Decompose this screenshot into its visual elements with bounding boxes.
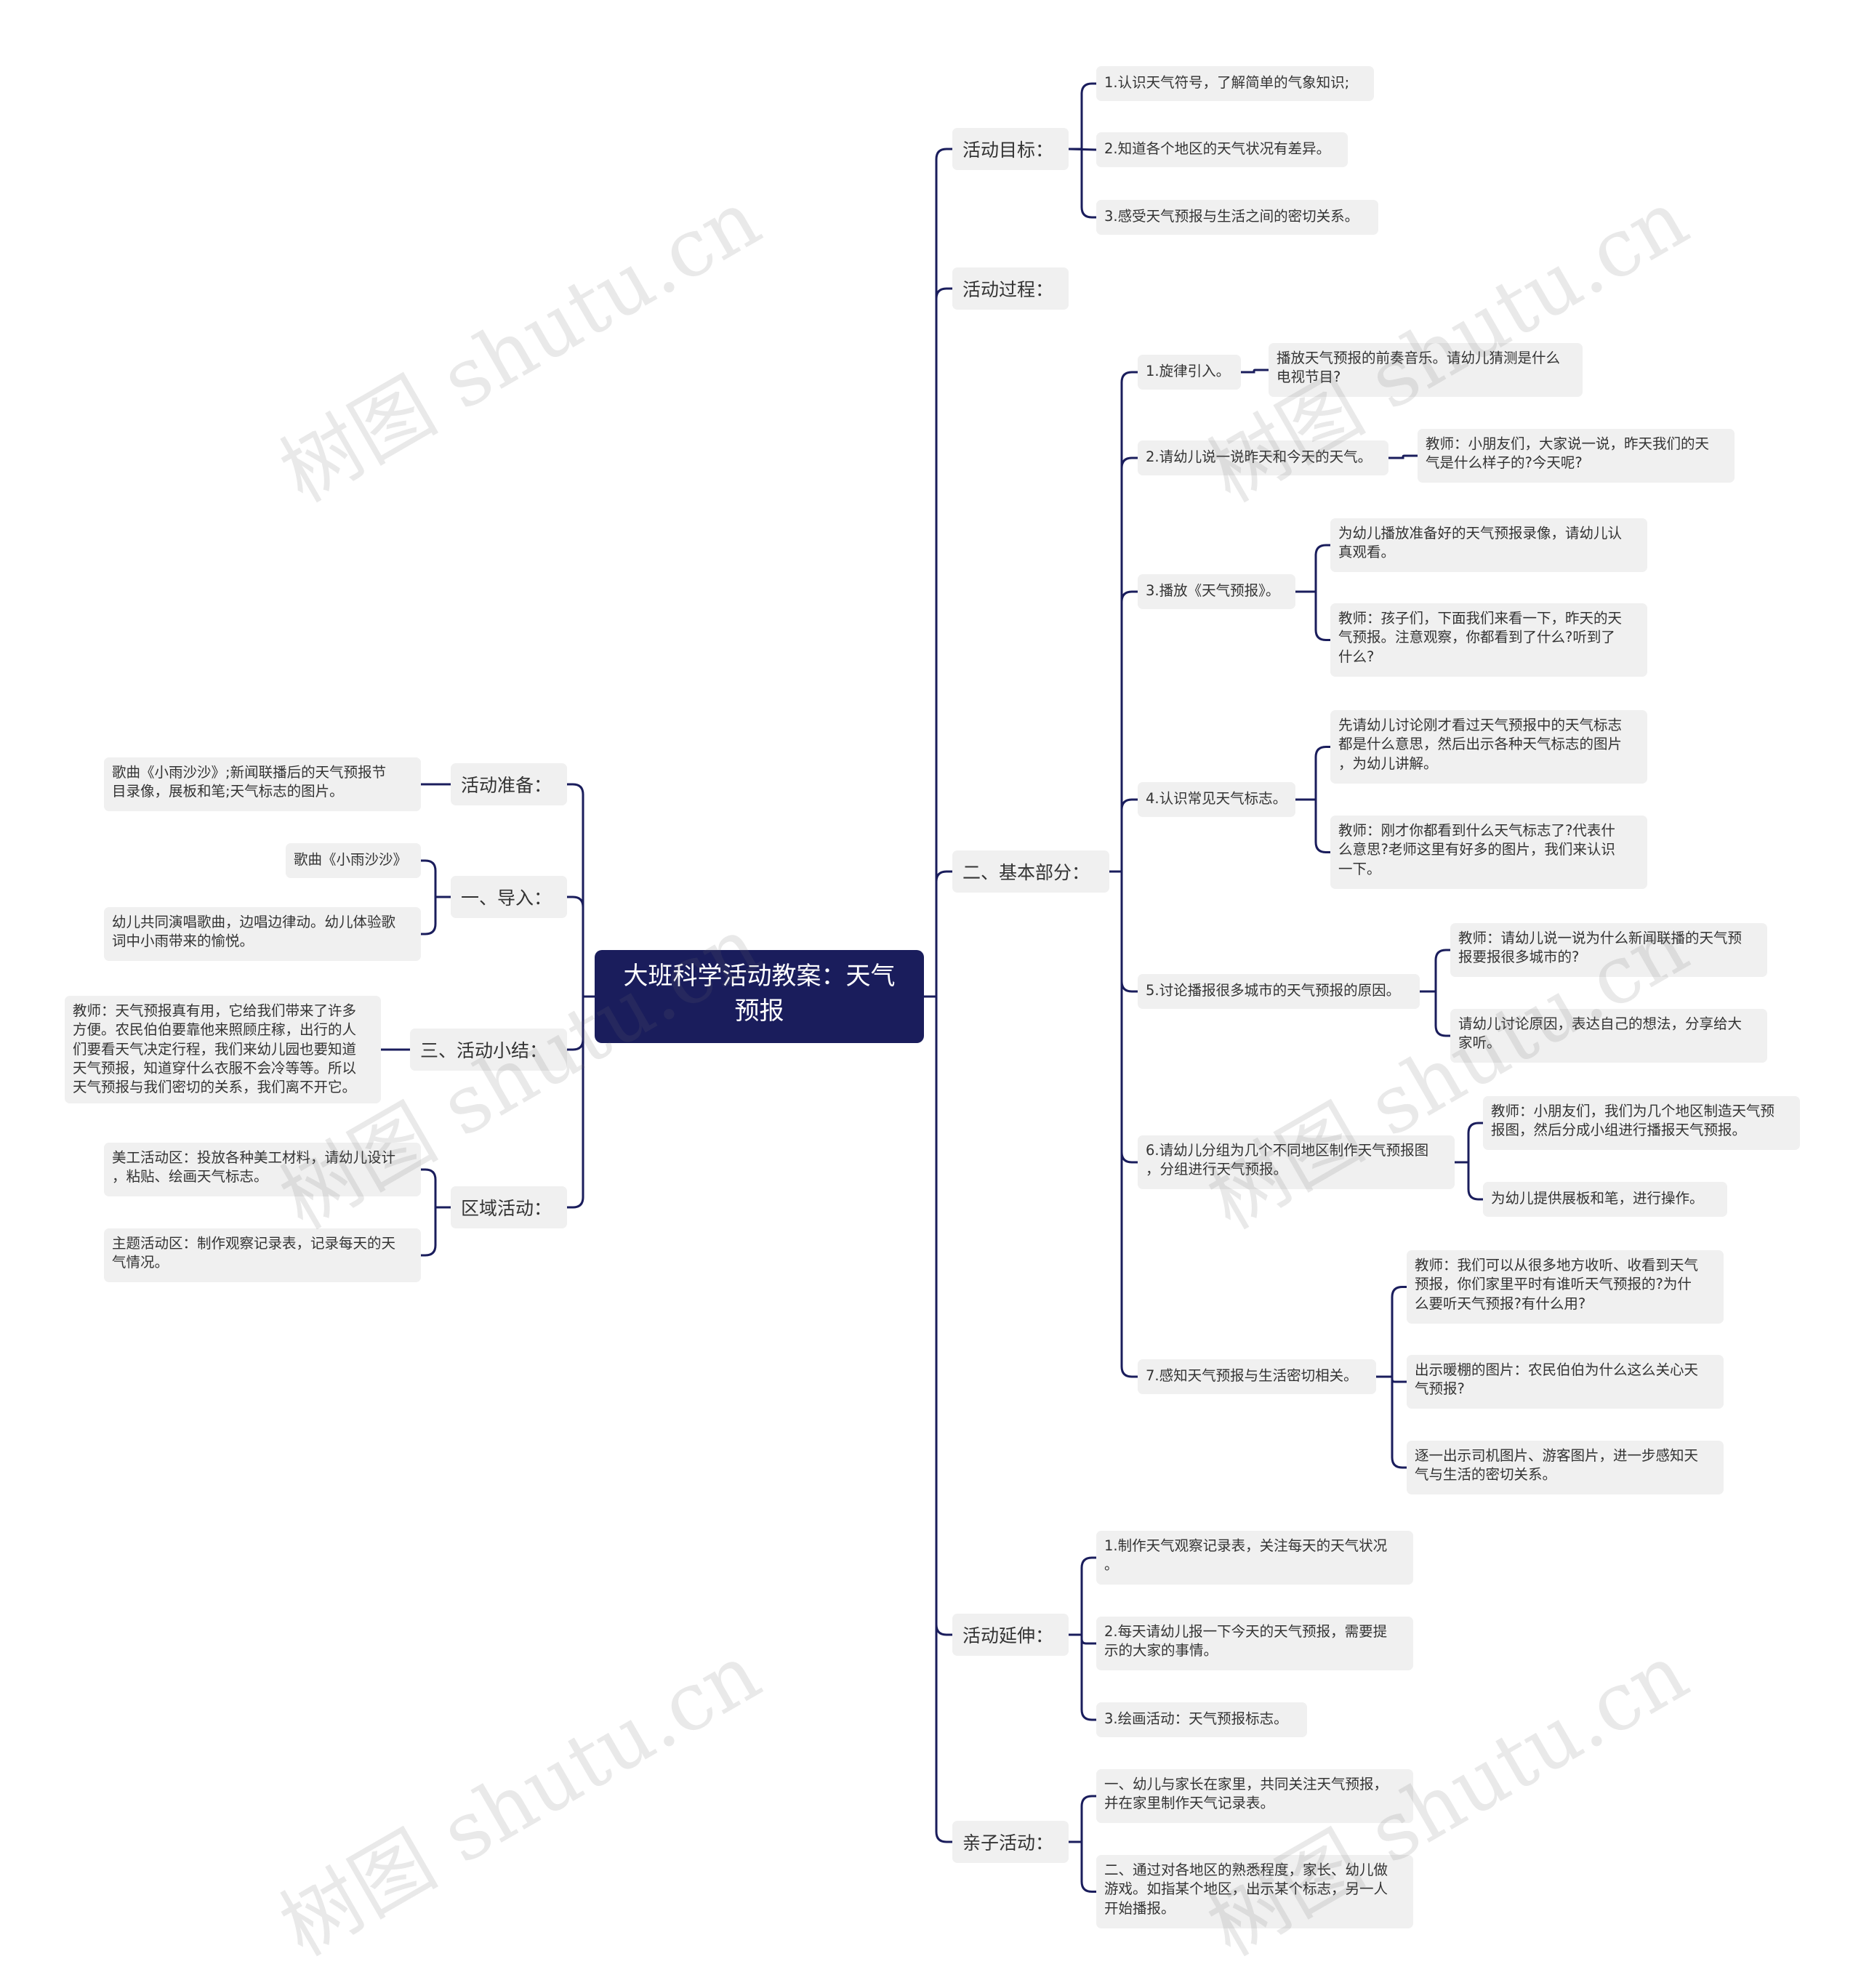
step-4-detail-1[interactable]: 先请幼儿讨论刚才看过天气预报中的天气标志 都是什么意思，然后出示各种天气标志的图… (1330, 710, 1647, 784)
step-1-detail[interactable]: 播放天气预报的前奏音乐。请幼儿猜测是什么 电视节目? (1269, 343, 1583, 397)
leaf-preparation-materials[interactable]: 歌曲《小雨沙沙》;新闻联播后的天气预报节 目录像，展板和笔;天气标志的图片。 (104, 757, 421, 811)
branch-basic-part[interactable]: 二、基本部分： (952, 850, 1109, 893)
connector-line (924, 870, 952, 998)
step-2-weather-talk[interactable]: 2.请幼儿说一说昨天和今天的天气。 (1138, 440, 1388, 475)
leaf-extension-2[interactable]: 2.每天请幼儿报一下今天的天气预报，需要提 示的大家的事情。 (1096, 1617, 1413, 1670)
connector-line (567, 995, 595, 1209)
connector-line (421, 896, 451, 935)
connector-line (1295, 544, 1330, 593)
leaf-art-area[interactable]: 美工活动区：投放各种美工材料，请幼儿设计 ，粘贴、绘画天气标志。 (104, 1143, 421, 1196)
connector-line (1109, 870, 1138, 1164)
step-1-melody-intro[interactable]: 1.旋律引入。 (1138, 355, 1241, 390)
connector-line (1420, 949, 1450, 993)
connector-line (567, 783, 595, 998)
connector-line (1388, 454, 1418, 459)
connector-line (1109, 456, 1138, 873)
connector-line (421, 1206, 451, 1257)
step-3-play-forecast[interactable]: 3.播放《天气预报》。 (1138, 574, 1295, 609)
connector-line (924, 995, 952, 1843)
connector-line (1109, 371, 1138, 873)
leaf-goal-2[interactable]: 2.知道各个地区的天气状况有差异。 (1096, 132, 1348, 167)
connector-line (1455, 1161, 1483, 1201)
connector-line (1069, 1556, 1096, 1636)
connector-line (1069, 82, 1096, 150)
step-3-detail-2[interactable]: 教师：孩子们，下面我们来看一下，昨天的天 气预报。注意观察，你都看到了什么?听到… (1330, 603, 1647, 677)
leaf-theme-area[interactable]: 主题活动区：制作观察记录表，记录每天的天 气情况。 (104, 1228, 421, 1282)
connector-line (1295, 746, 1330, 801)
step-7-detail-2[interactable]: 出示暖棚的图片：农民伯伯为什么这么关心天 气预报? (1407, 1355, 1724, 1409)
leaf-parent-child-1[interactable]: 一、幼儿与家长在家里，共同关注天气预报， 并在家里制作天气记录表。 (1096, 1769, 1413, 1823)
step-5-detail-2[interactable]: 请幼儿讨论原因，表达自己的想法，分享给大 家听。 (1450, 1009, 1767, 1063)
branch-introduction[interactable]: 一、导入： (451, 876, 567, 918)
step-6-detail-2[interactable]: 为幼儿提供展板和笔，进行操作。 (1483, 1182, 1727, 1217)
connector-line (1376, 1375, 1407, 1469)
branch-activity-goals[interactable]: 活动目标： (952, 128, 1069, 170)
connector-line (421, 859, 451, 898)
connector-line (1109, 798, 1138, 873)
step-4-weather-symbols[interactable]: 4.认识常见天气标志。 (1138, 782, 1295, 817)
connector-line (1455, 1122, 1483, 1164)
step-7-detail-3[interactable]: 逐一出示司机图片、游客图片，进一步感知天 气与生活的密切关系。 (1407, 1441, 1724, 1494)
connector-line (1069, 1633, 1096, 1721)
step-6-detail-1[interactable]: 教师：小朋友们，我们为几个地区制造天气预 报图，然后分成小组进行播报天气预报。 (1483, 1096, 1800, 1150)
leaf-goal-1[interactable]: 1.认识天气符号，了解简单的气象知识; (1096, 66, 1374, 101)
branch-activity-process[interactable]: 活动过程： (952, 267, 1069, 310)
connector-line (567, 896, 595, 998)
connector-line (1069, 148, 1096, 219)
connector-line (1109, 870, 1138, 993)
leaf-goal-3[interactable]: 3.感受天气预报与生活之间的密切关系。 (1096, 200, 1378, 235)
step-5-detail-1[interactable]: 教师：请幼儿说一说为什么新闻联播的天气预 报要报很多城市的? (1450, 923, 1767, 977)
connector-line (1069, 1795, 1096, 1843)
connector-line (1295, 798, 1330, 853)
step-7-detail-1[interactable]: 教师：我们可以从很多地方收听、收看到天气 预报，你们家里平时有谁听天气预报的?为… (1407, 1250, 1724, 1324)
connector-line (1420, 990, 1450, 1037)
branch-activity-extension[interactable]: 活动延伸： (952, 1614, 1069, 1656)
step-3-detail-1[interactable]: 为幼儿播放准备好的天气预报录像，请幼儿认 真观看。 (1330, 518, 1647, 572)
branch-activity-summary[interactable]: 三、活动小结： (410, 1029, 567, 1071)
connector-line (924, 995, 952, 1636)
step-5-many-cities[interactable]: 5.讨论播报很多城市的天气预报的原因。 (1138, 974, 1420, 1009)
branch-area-activities[interactable]: 区域活动： (451, 1186, 567, 1228)
connector-line (1109, 870, 1138, 1378)
connector-line (924, 148, 952, 998)
root-topic[interactable]: 大班科学活动教案：天气 预报 (595, 950, 924, 1043)
connector-line (924, 287, 952, 998)
leaf-intro-song[interactable]: 歌曲《小雨沙沙》 (286, 843, 421, 878)
connector-line (421, 1168, 451, 1209)
step-7-forecast-and-life[interactable]: 7.感知天气预报与生活密切相关。 (1138, 1359, 1376, 1394)
leaf-extension-1[interactable]: 1.制作天气观察记录表，关注每天的天气状况 。 (1096, 1531, 1413, 1585)
connector-line (1069, 1840, 1096, 1893)
step-2-detail[interactable]: 教师：小朋友们，大家说一说，昨天我们的天 气是什么样子的?今天呢? (1418, 429, 1735, 483)
leaf-intro-sing-along[interactable]: 幼儿共同演唱歌曲，边唱边律动。幼儿体验歌 词中小雨带来的愉悦。 (104, 907, 421, 961)
branch-parent-child[interactable]: 亲子活动： (952, 1821, 1069, 1863)
connector-line (1376, 1286, 1407, 1378)
connector-line (567, 995, 595, 1051)
step-4-detail-2[interactable]: 教师：刚才你都看到什么天气标志了?代表什 么意思?老师这里有好多的图片，我们来认… (1330, 816, 1647, 889)
step-6-group-forecast[interactable]: 6.请幼儿分组为几个不同地区制作天气预报图 ，分组进行天气预报。 (1138, 1135, 1455, 1189)
connector-line (1109, 590, 1138, 873)
branch-activity-preparation[interactable]: 活动准备： (451, 763, 567, 805)
connector-line (1241, 369, 1269, 374)
leaf-parent-child-2[interactable]: 二、通过对各地区的熟悉程度，家长、幼儿做 游戏。如指某个地区，出示某个标志，另一… (1096, 1855, 1413, 1928)
connector-line (1295, 590, 1330, 641)
leaf-summary-teacher[interactable]: 教师：天气预报真有用，它给我们带来了许多 方便。农民伯伯要靠他来照顾庄稼，出行的… (65, 996, 381, 1103)
leaf-extension-3[interactable]: 3.绘画活动：天气预报标志。 (1096, 1702, 1307, 1737)
